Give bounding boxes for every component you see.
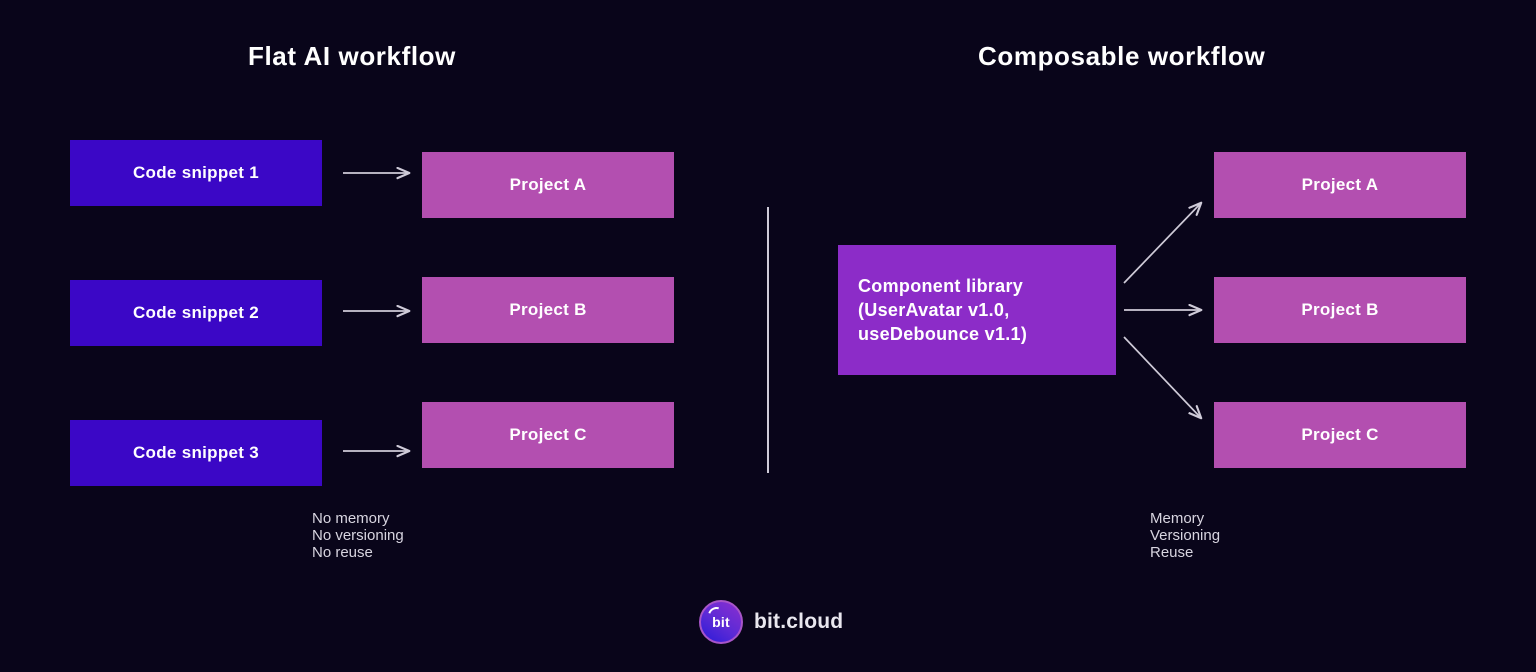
node-right-project-c: Project C (1214, 402, 1466, 468)
arrow-library-to-project-a (1123, 203, 1201, 284)
component-library-line-2: (UserAvatar v1.0, (858, 299, 1010, 320)
right-column-title: Composable workflow (978, 41, 1266, 71)
node-left-project-b: Project B (422, 277, 674, 343)
node-right-project-a: Project A (1214, 152, 1466, 218)
column-divider (767, 207, 769, 473)
node-code-snippet-2: Code snippet 2 (70, 280, 322, 346)
node-right-project-b: Project B (1214, 277, 1466, 343)
left-column-caption: No memory No versioning No reuse (312, 510, 404, 561)
component-library-line-3: useDebounce v1.1) (858, 324, 1028, 345)
bit-cloud-logo[interactable]: bit bit.cloud (699, 600, 843, 644)
node-component-library: Component library (UserAvatar v1.0, useD… (838, 245, 1116, 375)
node-code-snippet-1: Code snippet 1 (70, 140, 322, 206)
right-column-caption: Memory Versioning Reuse (1150, 510, 1221, 561)
left-column-title: Flat AI workflow (248, 41, 456, 71)
component-library-line-1: Component library (858, 275, 1024, 296)
arrow-library-to-project-c (1123, 336, 1201, 418)
node-code-snippet-3: Code snippet 3 (70, 420, 322, 486)
bit-badge-icon: bit (699, 600, 743, 644)
bit-cloud-wordmark: bit.cloud (754, 610, 844, 633)
badge-label: bit (712, 614, 730, 630)
node-left-project-c: Project C (422, 402, 674, 468)
node-left-project-a: Project A (422, 152, 674, 218)
